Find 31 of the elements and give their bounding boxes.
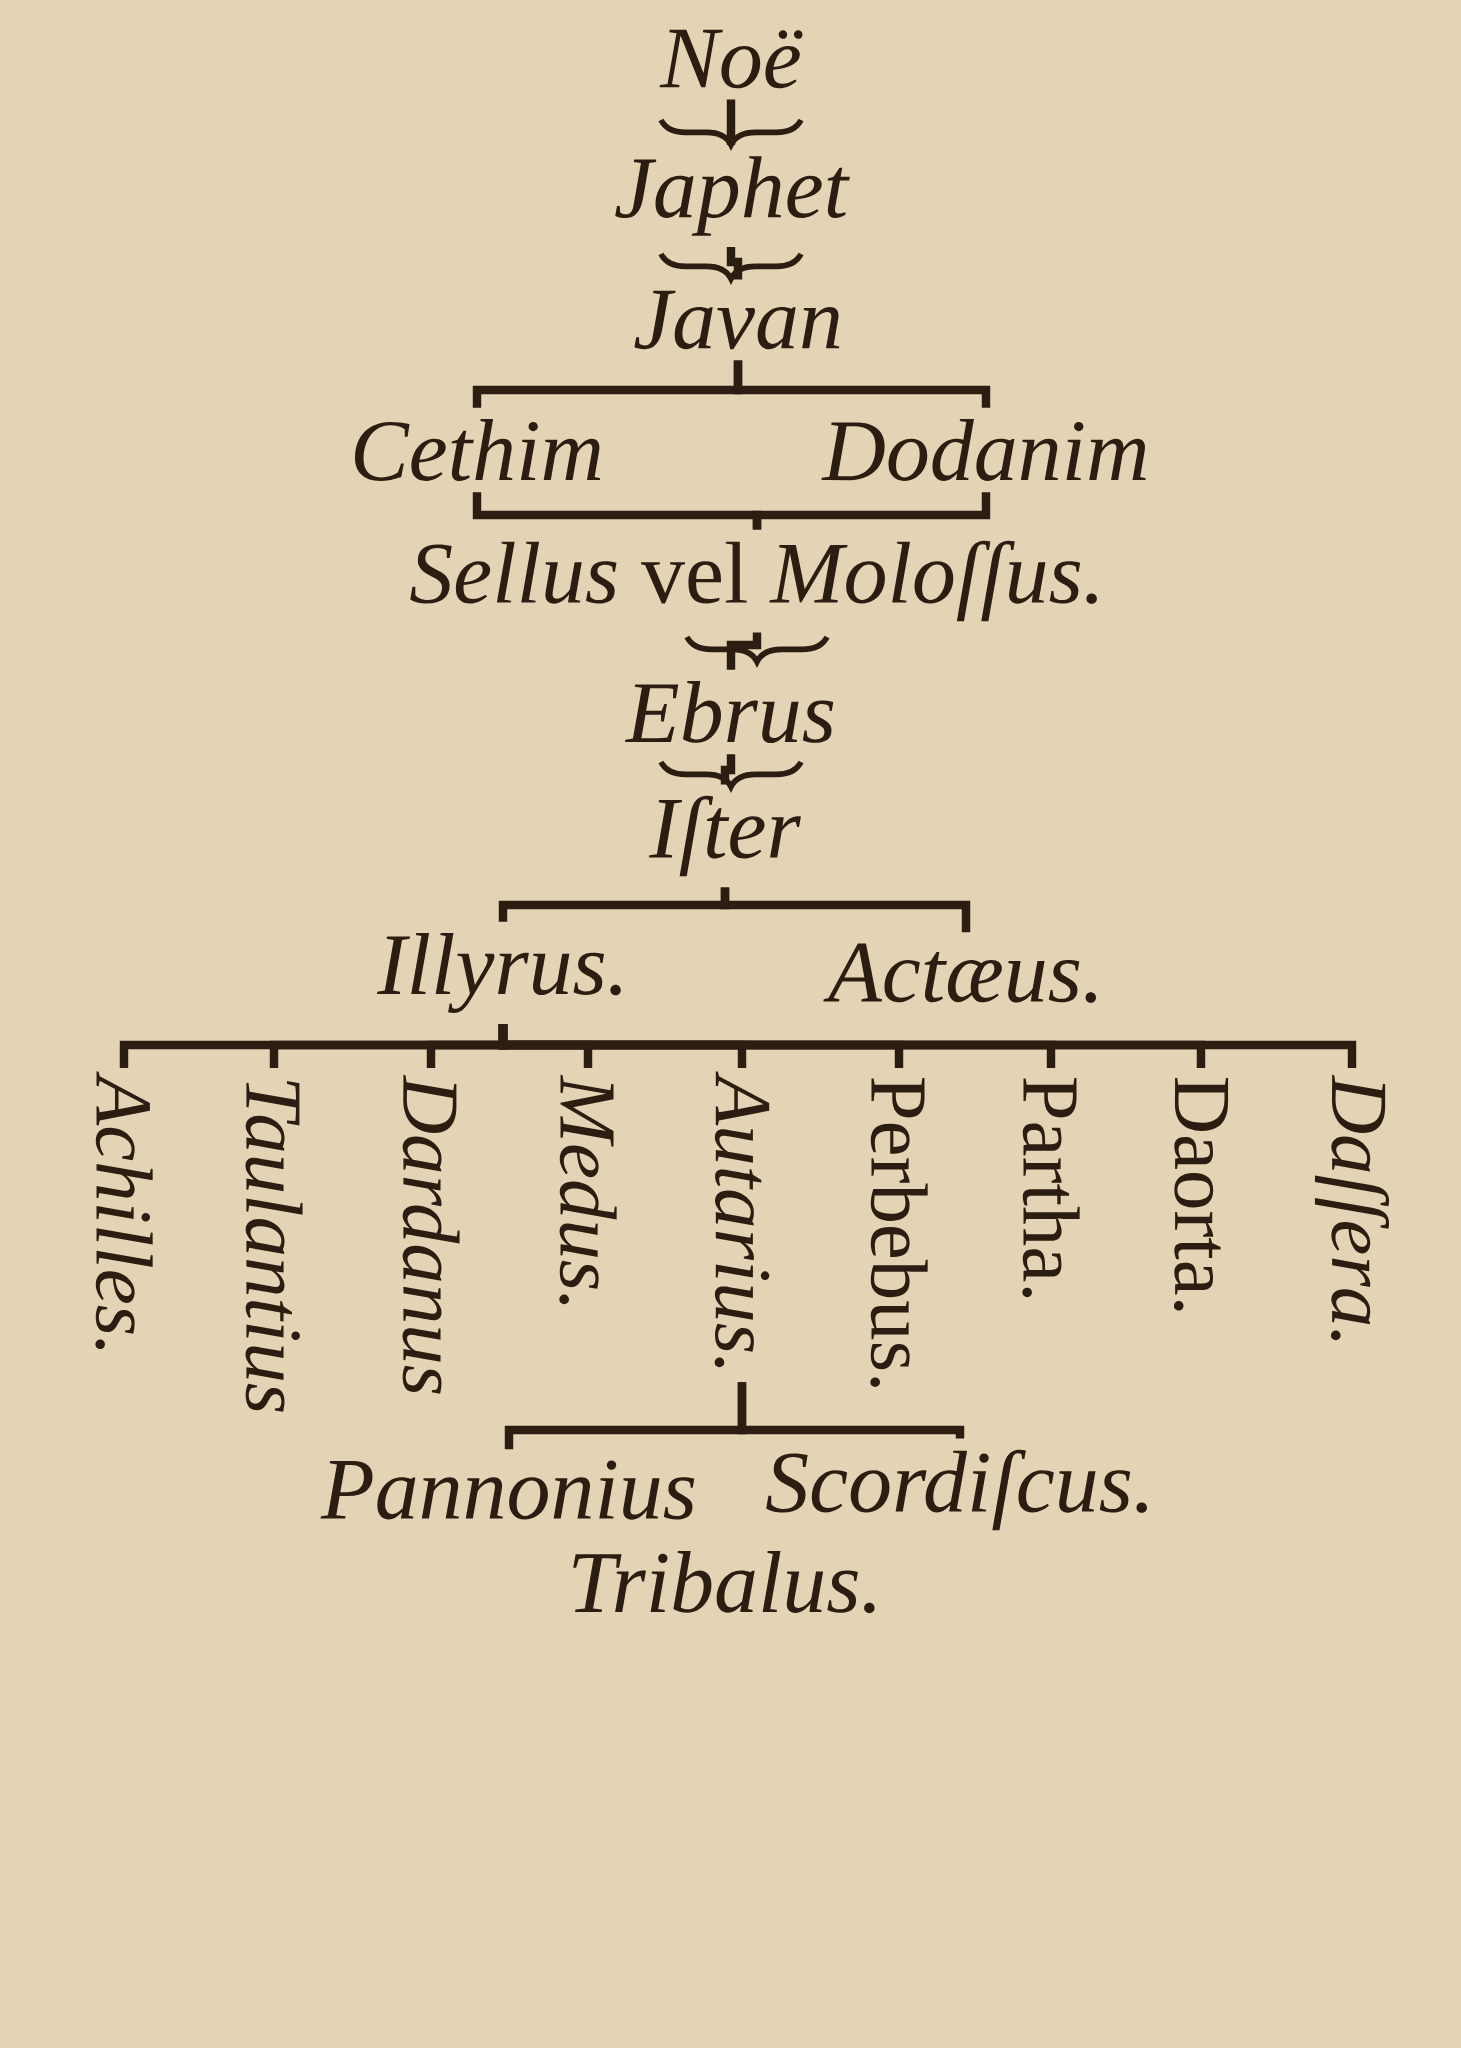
name-label: Japhet (615, 156, 850, 236)
name-label: Iſter (649, 795, 801, 877)
bracket-line (726, 247, 743, 280)
bracket-line (737, 1382, 965, 1439)
bracket-line (726, 632, 762, 670)
vertical-name-label: Dardanus (402, 1074, 460, 1394)
name-label: Cethim (355, 419, 601, 481)
name-label: Scordiſcus. (766, 1449, 1147, 1531)
bracket-line (752, 492, 991, 530)
name-label: Sellus vel Moloſſus. (410, 540, 1097, 622)
name-label: Illyrus. (377, 933, 621, 1013)
name-label: Actæus. (823, 943, 1096, 1003)
name-label: Javan (634, 290, 840, 350)
vertical-name-label: Achilles. (95, 1071, 153, 1350)
name-label: Tribalus. (573, 1550, 875, 1614)
bracket-line (733, 360, 991, 408)
bracket-line (720, 754, 736, 785)
vertical-name-label: Autarius. (714, 1071, 770, 1368)
bracket-line (726, 99, 736, 145)
name-label: Pannonius (320, 1460, 695, 1520)
vertical-name-label: Daſſera. (1314, 1074, 1390, 1341)
vertical-name-label: Medus. (559, 1074, 617, 1305)
name-label: Noë (659, 29, 803, 89)
vertical-name-label: Taulantius (245, 1081, 303, 1412)
name-label: Dodanim (821, 419, 1146, 481)
vertical-name-label: Perbebus. (870, 1078, 928, 1387)
vertical-name-label: Daorta. (1173, 1078, 1229, 1311)
bracket-line (498, 1024, 1357, 1069)
name-label: Ebrus (625, 681, 834, 744)
vertical-name-label: Partha. (1022, 1078, 1080, 1298)
bracket-line (720, 887, 971, 933)
